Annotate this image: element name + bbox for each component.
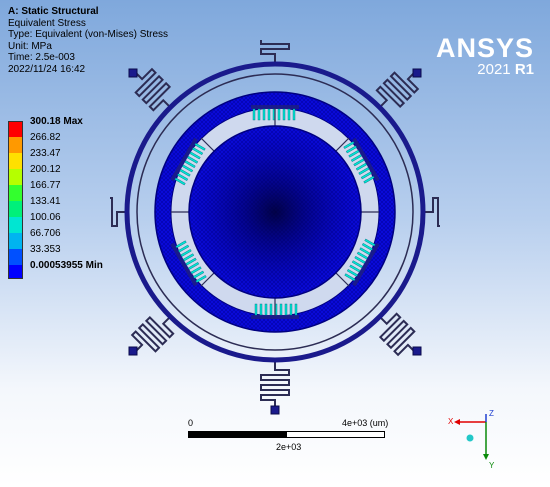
axis-triad[interactable]: X Y Z bbox=[444, 404, 504, 474]
legend-label: 233.47 bbox=[30, 148, 61, 159]
scale-mid-label: 2e+03 bbox=[276, 442, 302, 452]
legend-swatch bbox=[8, 249, 23, 265]
outer-frame-ring bbox=[124, 61, 426, 363]
legend-swatch bbox=[8, 233, 23, 249]
result-time: Time: 2.5e-003 bbox=[8, 52, 75, 63]
logo-brand: ANSYS bbox=[435, 33, 534, 63]
result-type: Type: Equivalent (von-Mises) Stress bbox=[8, 29, 169, 40]
x-axis-label: X bbox=[448, 417, 454, 426]
result-info-panel: A: Static Structural Equivalent Stress T… bbox=[8, 6, 168, 75]
fem-model-view[interactable] bbox=[110, 40, 440, 415]
legend-label: 300.18 Max bbox=[30, 116, 83, 127]
ansys-logo: ANSYS 2021 R1 bbox=[436, 34, 534, 78]
scale-bar-graphic bbox=[188, 431, 385, 438]
legend-label: 166.77 bbox=[30, 180, 61, 191]
legend-label: 200.12 bbox=[30, 164, 61, 175]
result-name: Equivalent Stress bbox=[8, 17, 86, 29]
legend-label: 133.41 bbox=[30, 196, 61, 207]
legend-swatch bbox=[8, 217, 23, 233]
core-mesh-density bbox=[189, 126, 361, 298]
legend-label: 0.00053955 Min bbox=[30, 260, 103, 271]
view-sphere-icon bbox=[466, 434, 474, 442]
legend-label: 66.706 bbox=[30, 228, 61, 239]
legend-swatch bbox=[8, 185, 23, 201]
result-date: 2022/11/24 16:42 bbox=[8, 63, 86, 75]
result-unit: Unit: MPa bbox=[8, 40, 52, 52]
legend-label: 33.353 bbox=[30, 244, 61, 255]
comb-electrodes bbox=[170, 105, 380, 319]
scale-bar: 0 4e+03 (um) 2e+03 bbox=[188, 418, 408, 458]
y-axis-label: Y bbox=[489, 461, 495, 470]
legend-label: 100.06 bbox=[30, 212, 61, 223]
frame-gap-ring bbox=[136, 73, 414, 351]
legend-swatch bbox=[8, 169, 23, 185]
logo-year: 2021 bbox=[477, 61, 511, 78]
serpentine-springs bbox=[110, 40, 440, 410]
scale-end-label: 4e+03 (um) bbox=[342, 418, 389, 428]
anchor-pads bbox=[128, 68, 422, 415]
logo-version: 2021 R1 bbox=[436, 62, 534, 78]
legend-label: 266.82 bbox=[30, 132, 61, 143]
core-tethers bbox=[171, 108, 379, 316]
legend-swatch bbox=[8, 265, 23, 279]
z-axis-label: Z bbox=[489, 409, 494, 418]
legend-swatch bbox=[8, 201, 23, 217]
legend-swatch bbox=[8, 153, 23, 169]
scale-start-label: 0 bbox=[188, 418, 194, 428]
legend-swatch bbox=[8, 137, 23, 153]
logo-release: R1 bbox=[514, 61, 534, 78]
legend-swatch bbox=[8, 121, 23, 137]
analysis-title: A: Static Structural bbox=[8, 6, 99, 17]
